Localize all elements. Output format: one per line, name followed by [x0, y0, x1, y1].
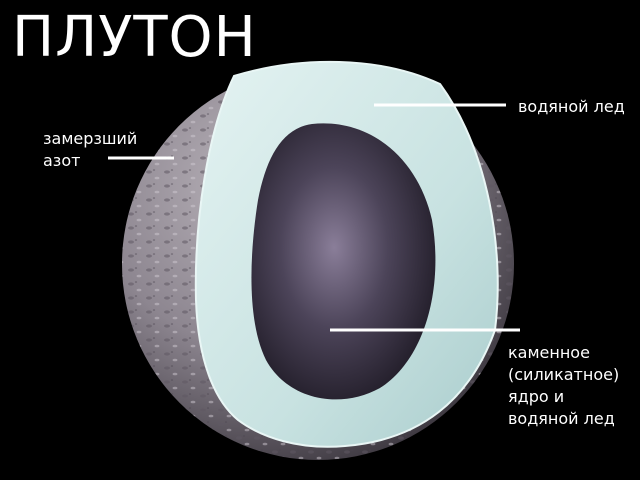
label-frozen-nitrogen: замерзший азот — [43, 129, 138, 170]
diagram-title: ПЛУТОН — [12, 5, 257, 70]
label-rocky-core: каменное (силикатное) ядро и водяной лед — [508, 343, 620, 428]
label-water-ice: водяной лед — [518, 97, 625, 116]
